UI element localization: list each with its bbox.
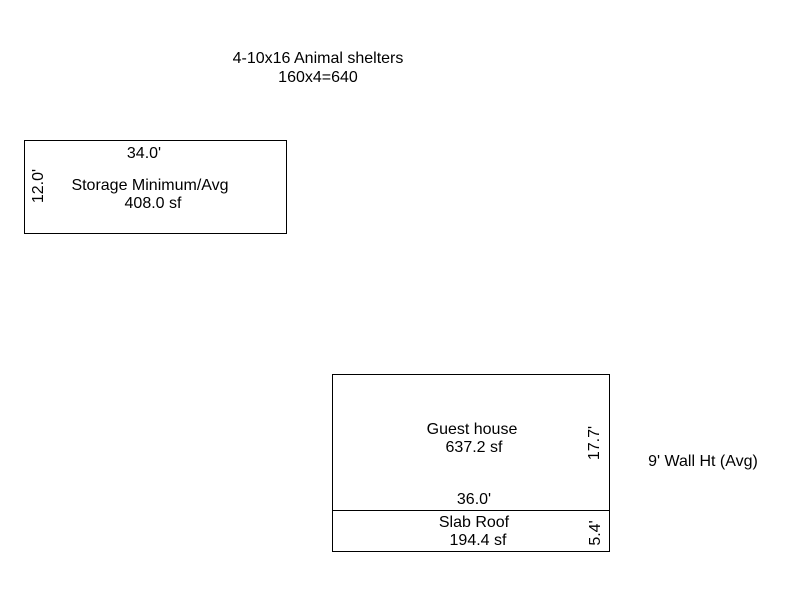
storage-width-dim: 34.0' [126, 145, 162, 162]
guest-house-name: Guest house [426, 421, 518, 438]
title-line-1: 4-10x16 Animal shelters [232, 50, 404, 67]
wall-height-note: 9' Wall Ht (Avg) [648, 453, 758, 470]
guest-house-room[interactable] [332, 374, 610, 552]
storage-name: Storage Minimum/Avg [71, 177, 229, 194]
slab-roof-divider [332, 510, 610, 511]
slab-roof-area: 194.4 sf [449, 532, 507, 549]
guest-house-height-dim: 17.7' [586, 425, 603, 461]
slab-roof-name: Slab Roof [438, 514, 510, 531]
guest-house-area: 637.2 sf [445, 439, 503, 456]
storage-area: 408.0 sf [124, 195, 182, 212]
title-line-2: 160x4=640 [278, 69, 358, 86]
slab-roof-height-dim: 5.4' [587, 520, 604, 546]
storage-room[interactable] [24, 140, 287, 234]
guest-house-width-dim: 36.0' [456, 491, 492, 508]
